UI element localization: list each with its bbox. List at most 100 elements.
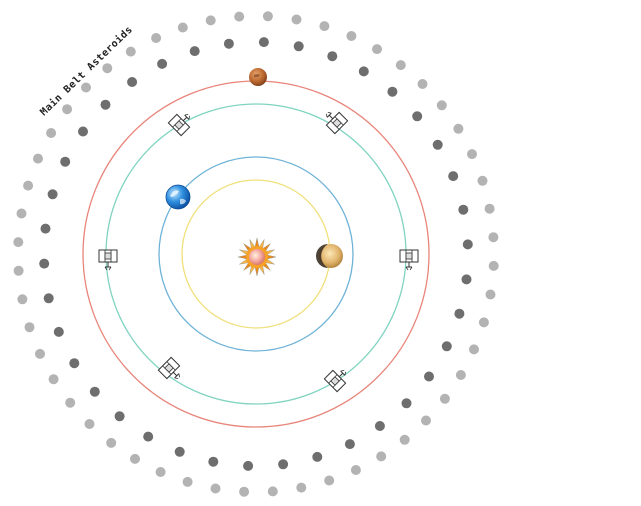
asteroid <box>84 419 95 429</box>
asteroid <box>488 260 499 271</box>
asteroid <box>399 434 410 445</box>
asteroid <box>432 139 443 150</box>
asteroid <box>372 44 382 55</box>
asteroid <box>189 46 200 57</box>
asteroid <box>89 386 100 397</box>
mars-planet-icon <box>249 68 267 86</box>
asteroid <box>35 348 45 359</box>
asteroid <box>53 326 64 337</box>
asteroid <box>208 456 219 467</box>
asteroid <box>439 393 450 404</box>
asteroid <box>324 475 335 486</box>
asteroid <box>69 358 80 369</box>
asteroid <box>477 175 488 186</box>
asteroid <box>374 421 385 431</box>
satellite-icon <box>399 249 419 271</box>
asteroid <box>395 60 406 71</box>
asteroid <box>43 293 54 304</box>
mercury-planet-icon <box>316 244 343 268</box>
asteroid <box>210 483 221 494</box>
asteroid <box>155 467 166 477</box>
asteroid <box>47 189 58 200</box>
asteroid <box>39 258 50 269</box>
asteroid <box>125 46 136 57</box>
orbit-earth <box>158 156 354 352</box>
asteroid <box>62 104 73 115</box>
satellite-icon <box>323 364 352 393</box>
asteroid <box>65 397 76 408</box>
asteroid <box>344 439 355 450</box>
asteroid <box>100 99 111 110</box>
asteroid <box>46 128 57 138</box>
asteroid <box>488 232 499 243</box>
asteroid <box>258 37 269 48</box>
asteroid <box>358 66 369 77</box>
asteroid <box>174 446 185 457</box>
asteroid <box>81 82 91 93</box>
asteroid <box>13 237 24 248</box>
asteroid <box>484 203 495 214</box>
asteroid <box>205 15 216 26</box>
asteroid <box>157 58 168 69</box>
asteroid <box>387 86 398 97</box>
asteroid <box>16 208 27 219</box>
asteroid <box>23 180 34 191</box>
satellite-icon <box>157 356 186 385</box>
asteroid <box>262 11 273 22</box>
asteroid <box>130 453 140 464</box>
asteroid <box>13 265 24 276</box>
asteroid <box>40 223 51 234</box>
asteroid <box>350 465 361 475</box>
asteroid <box>436 100 447 111</box>
asteroid <box>291 14 302 25</box>
asteroid <box>469 344 479 355</box>
asteroid <box>60 156 71 167</box>
asteroid <box>48 374 59 385</box>
asteroid <box>421 415 431 426</box>
asteroid <box>223 38 234 49</box>
asteroid <box>462 239 473 250</box>
asteroid <box>143 431 154 442</box>
asteroid <box>461 274 472 285</box>
asteroid <box>243 460 254 471</box>
asteroid <box>78 126 88 137</box>
asteroid <box>453 123 464 134</box>
asteroid <box>177 22 188 33</box>
asteroid <box>182 476 193 487</box>
belt-label: Main Belt Asteroids <box>38 23 135 118</box>
asteroid <box>114 411 125 422</box>
asteroid <box>455 370 466 380</box>
sun-icon <box>237 237 277 277</box>
asteroid <box>33 153 43 164</box>
asteroid <box>234 11 245 22</box>
asteroid <box>417 79 428 89</box>
asteroid <box>293 41 304 52</box>
asteroid <box>346 31 357 41</box>
asteroid-belt <box>13 11 499 497</box>
asteroid <box>467 149 477 160</box>
asteroid <box>485 289 496 300</box>
asteroid <box>151 33 162 43</box>
asteroid <box>296 482 307 493</box>
asteroid <box>239 486 250 497</box>
asteroid <box>278 459 289 470</box>
asteroid <box>102 63 113 74</box>
asteroid <box>458 204 469 215</box>
asteroid <box>127 77 138 87</box>
asteroid <box>312 451 323 462</box>
asteroid <box>376 451 387 462</box>
satellite-icon <box>98 249 118 271</box>
asteroid <box>448 171 459 182</box>
satellite-icon <box>167 108 196 137</box>
asteroid <box>412 111 423 122</box>
asteroid <box>441 341 452 352</box>
asteroid <box>319 21 330 32</box>
asteroid <box>424 371 434 382</box>
asteroid <box>267 486 278 497</box>
asteroid <box>401 398 412 409</box>
asteroid <box>24 322 35 333</box>
earth-planet-icon <box>165 184 191 210</box>
asteroid <box>327 51 338 62</box>
asteroid <box>454 308 465 319</box>
asteroid <box>478 317 489 328</box>
